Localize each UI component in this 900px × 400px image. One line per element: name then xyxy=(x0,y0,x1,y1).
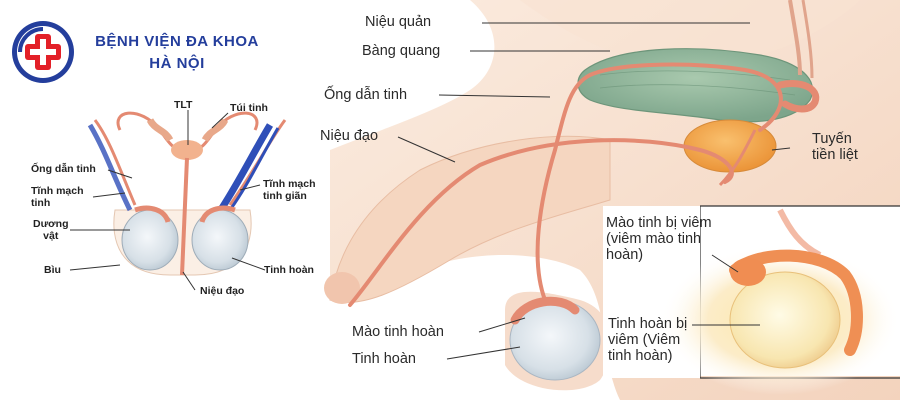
label-nieu-dao-left: Niệu đạo xyxy=(200,285,245,297)
label-tinh-hoan-main: Tinh hoàn xyxy=(352,351,416,367)
label-tinh-hoan-bi-viem: Tinh hoàn bị viêm (Viêm tinh hoàn) xyxy=(608,316,688,364)
label-mao-tinh-bi-viem: Mào tinh bị viêm (viêm mào tinh hoàn) xyxy=(606,215,712,263)
label-nieu-quan: Niệu quản xyxy=(365,14,432,30)
label-ong-dan-tinh-left: Ống dẫn tinh xyxy=(31,163,96,175)
inflamed-inset-illustration xyxy=(603,205,900,395)
leader-lines xyxy=(69,22,791,360)
label-tinh-mach-tinh-gian: Tĩnh mạch tinh giãn xyxy=(263,178,316,202)
left-anatomy-illustration xyxy=(87,111,287,276)
logo-title-line1: BỆNH VIỆN ĐA KHOA xyxy=(95,33,259,50)
label-tlt: TLT xyxy=(174,99,193,111)
label-bang-quang: Bàng quang xyxy=(362,43,441,59)
label-duong-vat: Dương vật xyxy=(33,218,69,242)
label-tui-tinh: Túi tinh xyxy=(230,102,268,114)
label-biu: Bìu xyxy=(44,264,61,276)
label-tuyen-tien-liet: Tuyến tiền liệt xyxy=(812,131,858,163)
label-tinh-hoan-left: Tinh hoàn xyxy=(264,264,314,276)
label-mao-tinh-hoan: Mào tinh hoàn xyxy=(352,324,444,340)
label-nieu-dao-main: Niệu đạo xyxy=(320,128,379,144)
label-ong-dan-tinh-main: Ống dẫn tinh xyxy=(324,87,408,103)
logo-title-line2: HÀ NỘI xyxy=(149,55,205,72)
hospital-logo-icon xyxy=(12,21,74,83)
label-tinh-mach-tinh: Tĩnh mạch tinh xyxy=(31,185,84,209)
